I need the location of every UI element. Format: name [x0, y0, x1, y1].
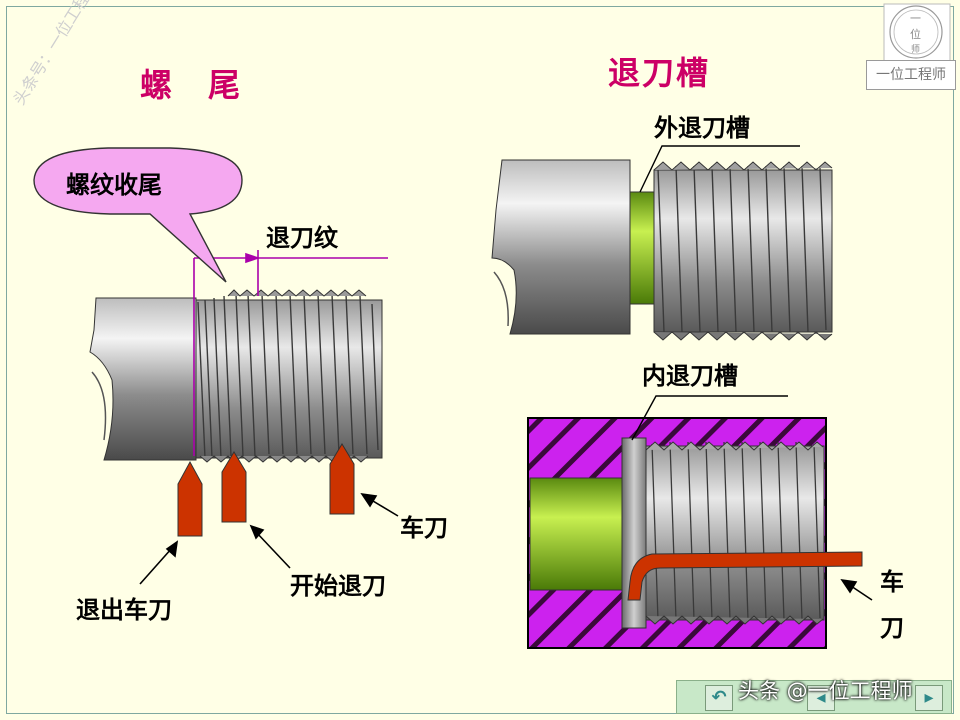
inner-leader — [631, 395, 788, 441]
inner-groove-label: 内退刀槽 — [642, 362, 738, 390]
outer-groove — [629, 191, 655, 305]
last-slide-icon[interactable]: ▸ — [915, 685, 943, 711]
runout-label: 退刀纹 — [266, 224, 338, 252]
slide-nav-bar: ↶ ◂ ▸ — [676, 680, 952, 714]
outer-thread — [653, 161, 833, 341]
logo-caption: 一位工程师 — [866, 60, 956, 90]
inner-tool-label-1: 车 — [880, 568, 904, 596]
return-icon[interactable]: ↶ — [705, 685, 733, 711]
outer-shaft — [491, 159, 631, 335]
left-shaft-body — [89, 297, 197, 461]
slide-frame — [6, 6, 954, 714]
left-pointer-arrows — [139, 492, 399, 585]
bubble-label: 螺纹收尾 — [66, 171, 162, 199]
inner-housing — [527, 417, 827, 649]
inner-tool-arrow — [840, 578, 873, 601]
prev-slide-icon[interactable]: ◂ — [807, 685, 835, 711]
outer-groove-label: 外退刀槽 — [654, 114, 750, 142]
inner-tool-label-2: 刀 — [880, 614, 904, 642]
outer-leader — [639, 145, 800, 193]
inner-tool — [627, 551, 863, 601]
tool-start — [221, 451, 247, 523]
logo-seal — [883, 3, 951, 63]
seal-char-3: 师 — [911, 45, 921, 55]
runout-dimension — [193, 250, 388, 456]
start-retract-label: 开始退刀 — [290, 572, 386, 600]
seal-char-1: 一 — [910, 12, 921, 25]
exit-tool-label: 退出车刀 — [76, 596, 172, 624]
seal-char-2: 位 — [910, 28, 921, 41]
footer-brand: 头条 @一位工程师 — [738, 679, 913, 703]
left-thread-body — [195, 289, 383, 463]
callout-bubble — [33, 147, 243, 283]
tool-main — [329, 443, 355, 515]
left-title: 螺 尾 — [140, 66, 243, 104]
tool-exit — [177, 460, 203, 537]
tool-label: 车刀 — [400, 514, 448, 542]
right-title: 退刀槽 — [608, 54, 711, 92]
